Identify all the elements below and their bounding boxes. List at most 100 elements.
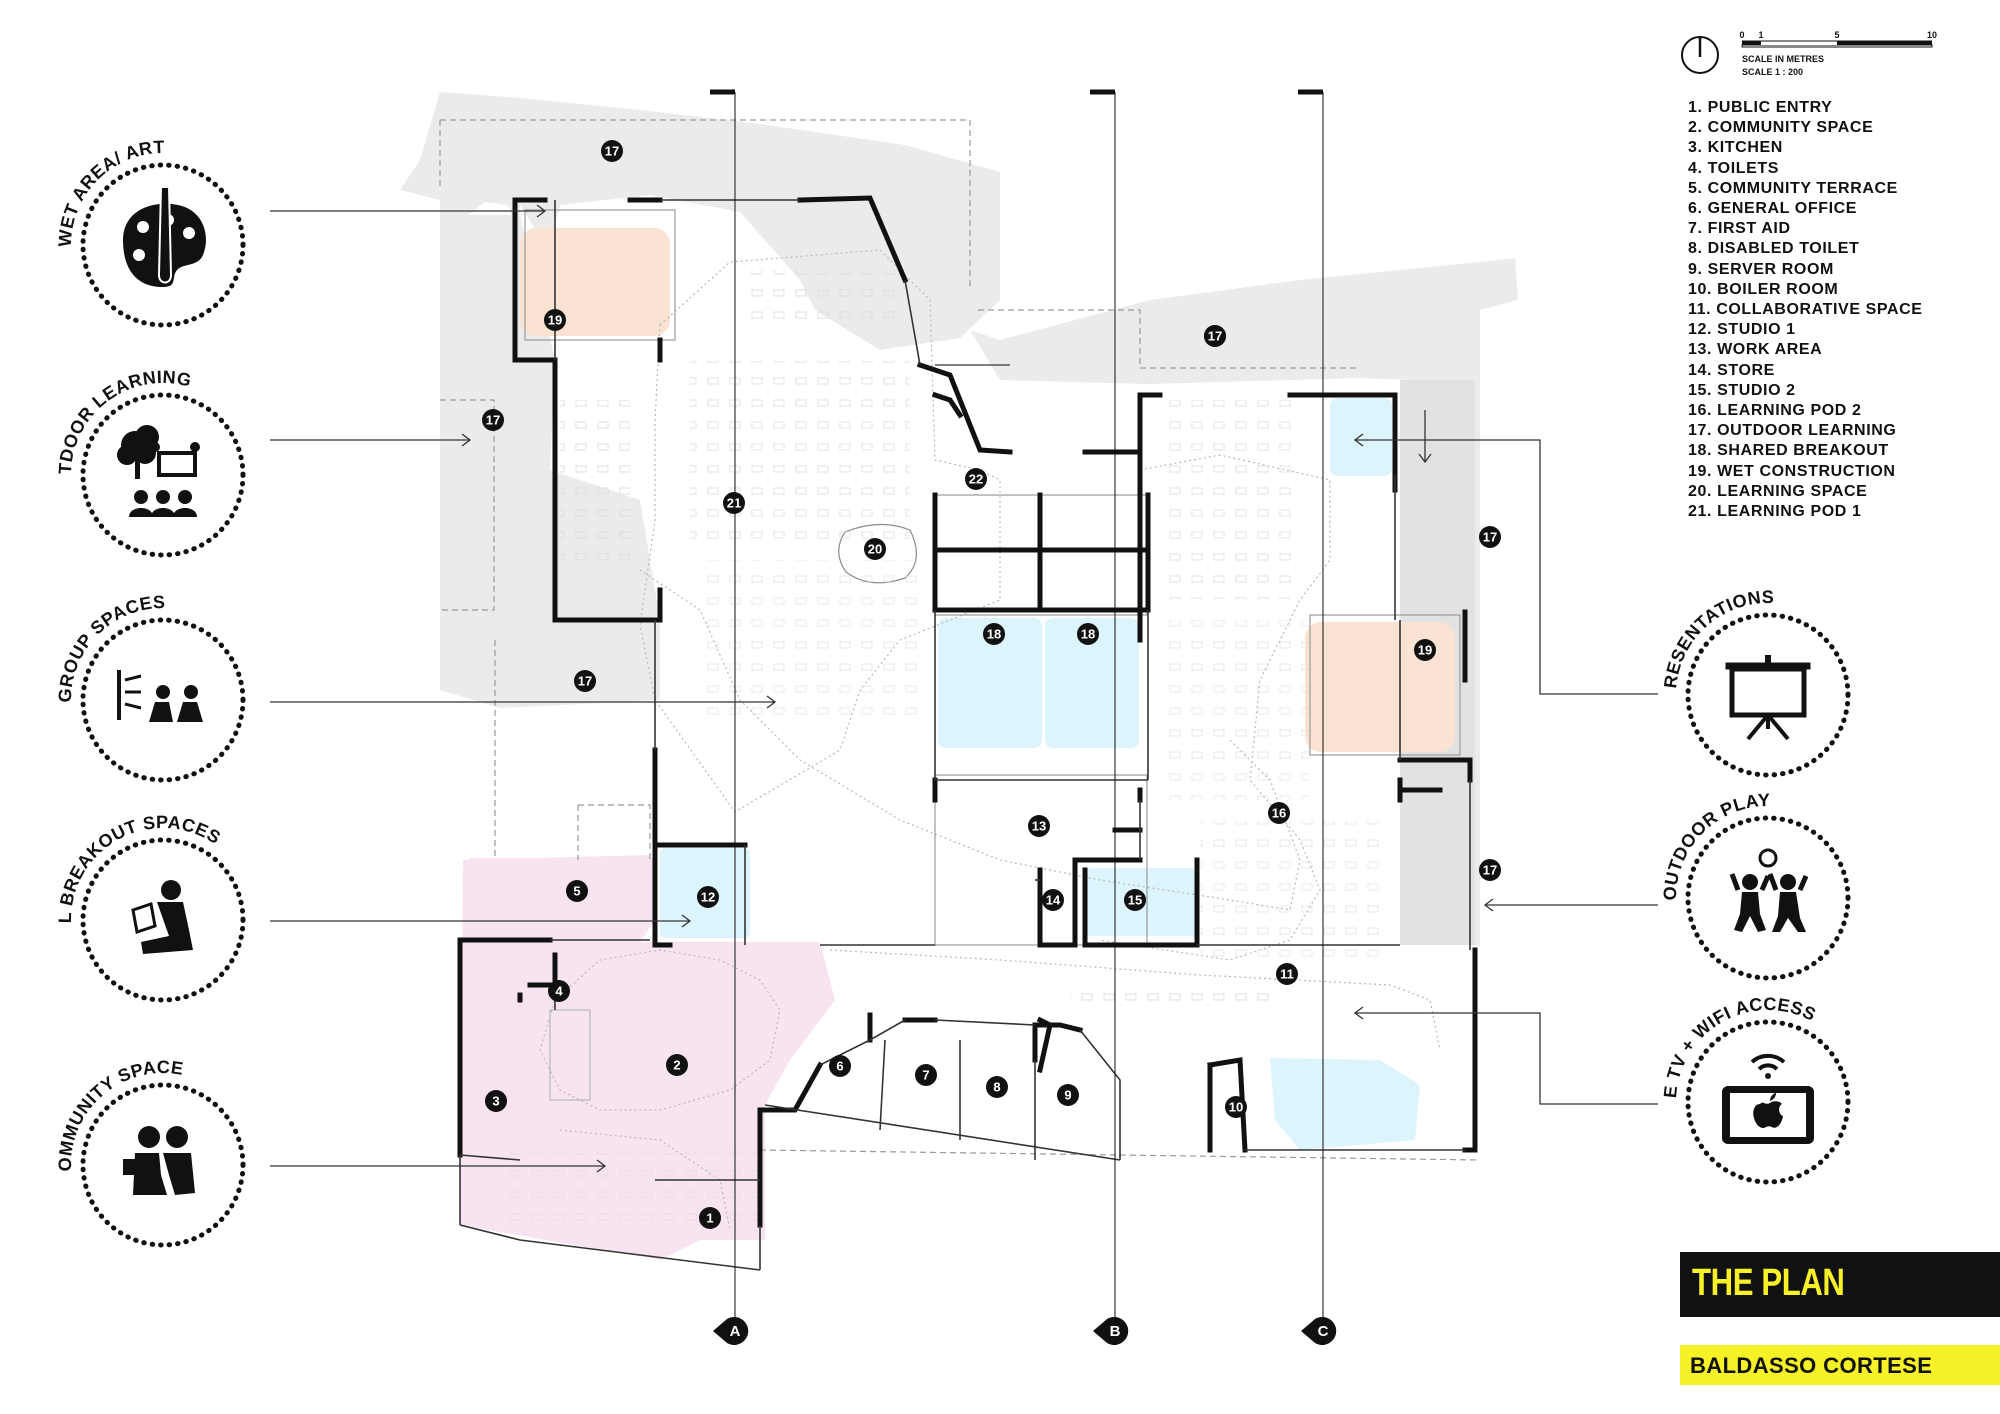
outdoor-area-west bbox=[440, 215, 660, 708]
section-marker-c: C bbox=[1301, 1317, 1337, 1345]
page-title: THE PLAN bbox=[1692, 1262, 1845, 1304]
room-marker-17: 17 bbox=[1204, 325, 1226, 347]
room-number-label: 17 bbox=[605, 144, 619, 159]
room-marker-14: 14 bbox=[1042, 889, 1064, 911]
group-spaces-icon bbox=[117, 670, 203, 722]
palette-icon bbox=[123, 186, 206, 287]
room-number-label: 11 bbox=[1280, 967, 1294, 982]
room-number-label: 5 bbox=[573, 884, 580, 899]
room-marker-17: 17 bbox=[1479, 859, 1501, 881]
icon-circle-outdoor-learning: OUTDOOR LEARNING bbox=[55, 367, 246, 558]
legend-item: 12. STUDIO 1 bbox=[1688, 321, 1796, 339]
room-number-label: 21 bbox=[727, 496, 741, 511]
section-marker-b: B bbox=[1093, 1317, 1129, 1345]
legend-item: 7. FIRST AID bbox=[1688, 220, 1791, 238]
section-marker-a: A bbox=[713, 1317, 749, 1345]
legend-item: 3. KITCHEN bbox=[1688, 139, 1783, 157]
legend-item: 13. WORK AREA bbox=[1688, 341, 1823, 359]
room-number-label: 17 bbox=[486, 413, 500, 428]
section-markers: A B C bbox=[713, 1317, 1337, 1345]
icon-circle-community: COMMUNITY SPACE bbox=[55, 1057, 246, 1248]
room-marker-11: 11 bbox=[1276, 963, 1298, 985]
room-number-label: 15 bbox=[1128, 893, 1142, 908]
room-number-label: 4 bbox=[555, 984, 563, 999]
legend-item: 4. TOILETS bbox=[1688, 159, 1780, 177]
room-marker-18: 18 bbox=[1077, 623, 1099, 645]
zone-wet-construction-northwest bbox=[520, 228, 670, 336]
room-marker-3: 3 bbox=[485, 1090, 507, 1112]
room-number-label: 17 bbox=[1208, 329, 1222, 344]
apple-logo-icon bbox=[1753, 1093, 1783, 1128]
section-label-b: B bbox=[1110, 1323, 1121, 1340]
scale-tick-1: 1 bbox=[1758, 30, 1763, 40]
section-label-a: A bbox=[730, 1323, 741, 1340]
room-number-label: 18 bbox=[987, 627, 1001, 642]
room-marker-5: 5 bbox=[566, 880, 588, 902]
room-number-label: 12 bbox=[701, 890, 715, 905]
room-marker-13: 13 bbox=[1028, 815, 1050, 837]
legend-item: 9. SERVER ROOM bbox=[1688, 260, 1834, 278]
room-marker-1: 1 bbox=[699, 1207, 721, 1229]
room-marker-6: 6 bbox=[829, 1055, 851, 1077]
author-block: BALDASSO CORTESE bbox=[1680, 1345, 2000, 1385]
room-number-label: 10 bbox=[1229, 1100, 1243, 1115]
scale-tick-5: 5 bbox=[1834, 30, 1839, 40]
room-number-label: 19 bbox=[1418, 643, 1432, 658]
room-marker-17: 17 bbox=[574, 670, 596, 692]
legend-item: 20. LEARNING SPACE bbox=[1688, 482, 1868, 500]
room-marker-2: 2 bbox=[666, 1054, 688, 1076]
scale-ratio-label: SCALE 1 : 200 bbox=[1742, 67, 1803, 77]
icon-circle-presentations: PRESENTATIONS bbox=[1660, 587, 1851, 778]
room-marker-21: 21 bbox=[723, 492, 745, 514]
room-marker-7: 7 bbox=[915, 1064, 937, 1086]
room-marker-17: 17 bbox=[1479, 526, 1501, 548]
left-icon-panel: WET AREA/ ART OUTDOOR LEARNING bbox=[55, 137, 246, 1248]
legend-item: 15. STUDIO 2 bbox=[1688, 381, 1796, 399]
legend-item: 10. BOILER ROOM bbox=[1688, 280, 1839, 298]
projector-screen-icon bbox=[1725, 655, 1811, 741]
author-name: BALDASSO CORTESE bbox=[1690, 1353, 1933, 1378]
legend-item: 21. LEARNING POD 1 bbox=[1688, 503, 1862, 521]
legend-item: 8. DISABLED TOILET bbox=[1688, 240, 1860, 258]
scale-bar: 0 1 5 10 SCALE IN METRES SCALE 1 : 200 bbox=[1681, 30, 1937, 77]
room-number-label: 1 bbox=[706, 1211, 713, 1226]
room-marker-8: 8 bbox=[986, 1076, 1008, 1098]
title-block: THE PLAN bbox=[1680, 1252, 2000, 1317]
room-number-label: 6 bbox=[836, 1059, 843, 1074]
walls bbox=[457, 195, 1478, 1228]
room-number-label: 17 bbox=[1483, 863, 1497, 878]
thin-walls bbox=[459, 199, 1471, 1271]
room-marker-19: 19 bbox=[1414, 639, 1436, 661]
room-number-label: 18 bbox=[1081, 627, 1095, 642]
room-number-label: 17 bbox=[1483, 530, 1497, 545]
icon-circle-group-spaces: GROUP SPACES bbox=[55, 592, 246, 783]
room-number-label: 9 bbox=[1064, 1088, 1071, 1103]
scale-tick-10: 10 bbox=[1927, 30, 1937, 40]
room-number-label: 16 bbox=[1272, 806, 1286, 821]
zone-shared-breakout-1 bbox=[938, 618, 1042, 748]
room-number-label: 7 bbox=[922, 1068, 929, 1083]
section-lines bbox=[710, 89, 1324, 1320]
leader-arrows bbox=[270, 204, 1658, 1173]
room-marker-18: 18 bbox=[983, 623, 1005, 645]
room-marker-12: 12 bbox=[697, 886, 719, 908]
legend-item: 11. COLLABORATIVE SPACE bbox=[1688, 301, 1923, 319]
zone-corner-northeast bbox=[1330, 398, 1392, 476]
room-marker-16: 16 bbox=[1268, 802, 1290, 824]
north-arrow-icon bbox=[1681, 36, 1719, 74]
icon-circle-wet-area: WET AREA/ ART bbox=[55, 137, 246, 328]
scale-unit-label: SCALE IN METRES bbox=[1742, 54, 1824, 64]
legend-item: 16. LEARNING POD 2 bbox=[1688, 402, 1862, 420]
room-number-label: 14 bbox=[1046, 893, 1061, 908]
label-presentations: PRESENTATIONS bbox=[1660, 587, 1774, 699]
room-number-label: 2 bbox=[673, 1058, 680, 1073]
section-label-c: C bbox=[1318, 1323, 1329, 1340]
room-number-label: 20 bbox=[868, 542, 882, 557]
room-markers: 1234567891011121314151617171717171717181… bbox=[482, 140, 1501, 1229]
room-marker-17: 17 bbox=[482, 409, 504, 431]
room-marker-10: 10 bbox=[1225, 1096, 1247, 1118]
icon-circle-outdoor-play: OUTDOOR PLAY bbox=[1660, 790, 1851, 981]
floor-plan-linework bbox=[439, 119, 1481, 1231]
